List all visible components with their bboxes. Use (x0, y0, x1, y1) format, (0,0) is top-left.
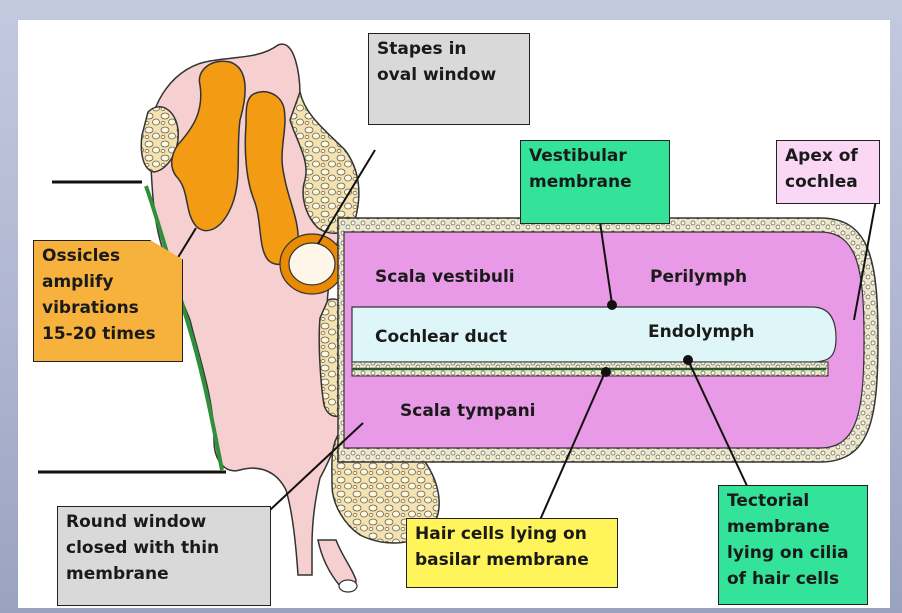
tube-opening (339, 580, 357, 592)
callout-ossicles-line2: amplify (42, 269, 174, 295)
callout-vestibular-line1: Vestibular (529, 143, 661, 169)
callout-apex-line1: Apex of (785, 143, 871, 169)
callout-hair-cells-line1: Hair cells lying on (415, 521, 609, 547)
callout-round-window: Round window closed with thin membrane (57, 506, 271, 606)
callout-ossicles: Ossicles amplify vibrations 15-20 times (33, 240, 183, 362)
callout-vestibular: Vestibular membrane (520, 140, 670, 224)
callout-apex-line2: cochlea (785, 169, 871, 195)
callout-stapes-line1: Stapes in (377, 36, 521, 62)
dot-vestibular (607, 300, 617, 310)
callout-round-window-line3: membrane (66, 561, 262, 587)
dot-tectorial (683, 355, 693, 365)
label-endolymph: Endolymph (648, 322, 754, 342)
callout-tectorial-line2: membrane (727, 514, 859, 540)
callout-stapes: Stapes in oval window (368, 33, 530, 125)
callout-hair-cells-line2: basilar membrane (415, 547, 609, 573)
callout-ossicles-line4: 15-20 times (42, 321, 174, 347)
dot-hair-cells (601, 367, 611, 377)
callout-ossicles-line3: vibrations (42, 295, 174, 321)
label-perilymph: Perilymph (650, 267, 747, 287)
callout-stapes-line2: oval window (377, 62, 521, 88)
callout-tectorial: Tectorial membrane lying on cilia of hai… (718, 485, 868, 605)
callout-ossicles-line1: Ossicles (42, 243, 174, 269)
callout-round-window-line1: Round window (66, 509, 262, 535)
callout-hair-cells: Hair cells lying on basilar membrane (406, 518, 618, 588)
callout-tectorial-line1: Tectorial (727, 488, 859, 514)
label-scala-vestibuli: Scala vestibuli (375, 267, 515, 287)
callout-round-window-line2: closed with thin (66, 535, 262, 561)
callout-vestibular-line2: membrane (529, 169, 661, 195)
stapes-ring-inner (289, 243, 335, 285)
label-cochlear-duct: Cochlear duct (375, 327, 507, 347)
callout-apex: Apex of cochlea (776, 140, 880, 204)
label-scala-tympani: Scala tympani (400, 401, 536, 421)
callout-tectorial-line3: lying on cilia (727, 540, 859, 566)
callout-tectorial-line4: of hair cells (727, 566, 859, 592)
